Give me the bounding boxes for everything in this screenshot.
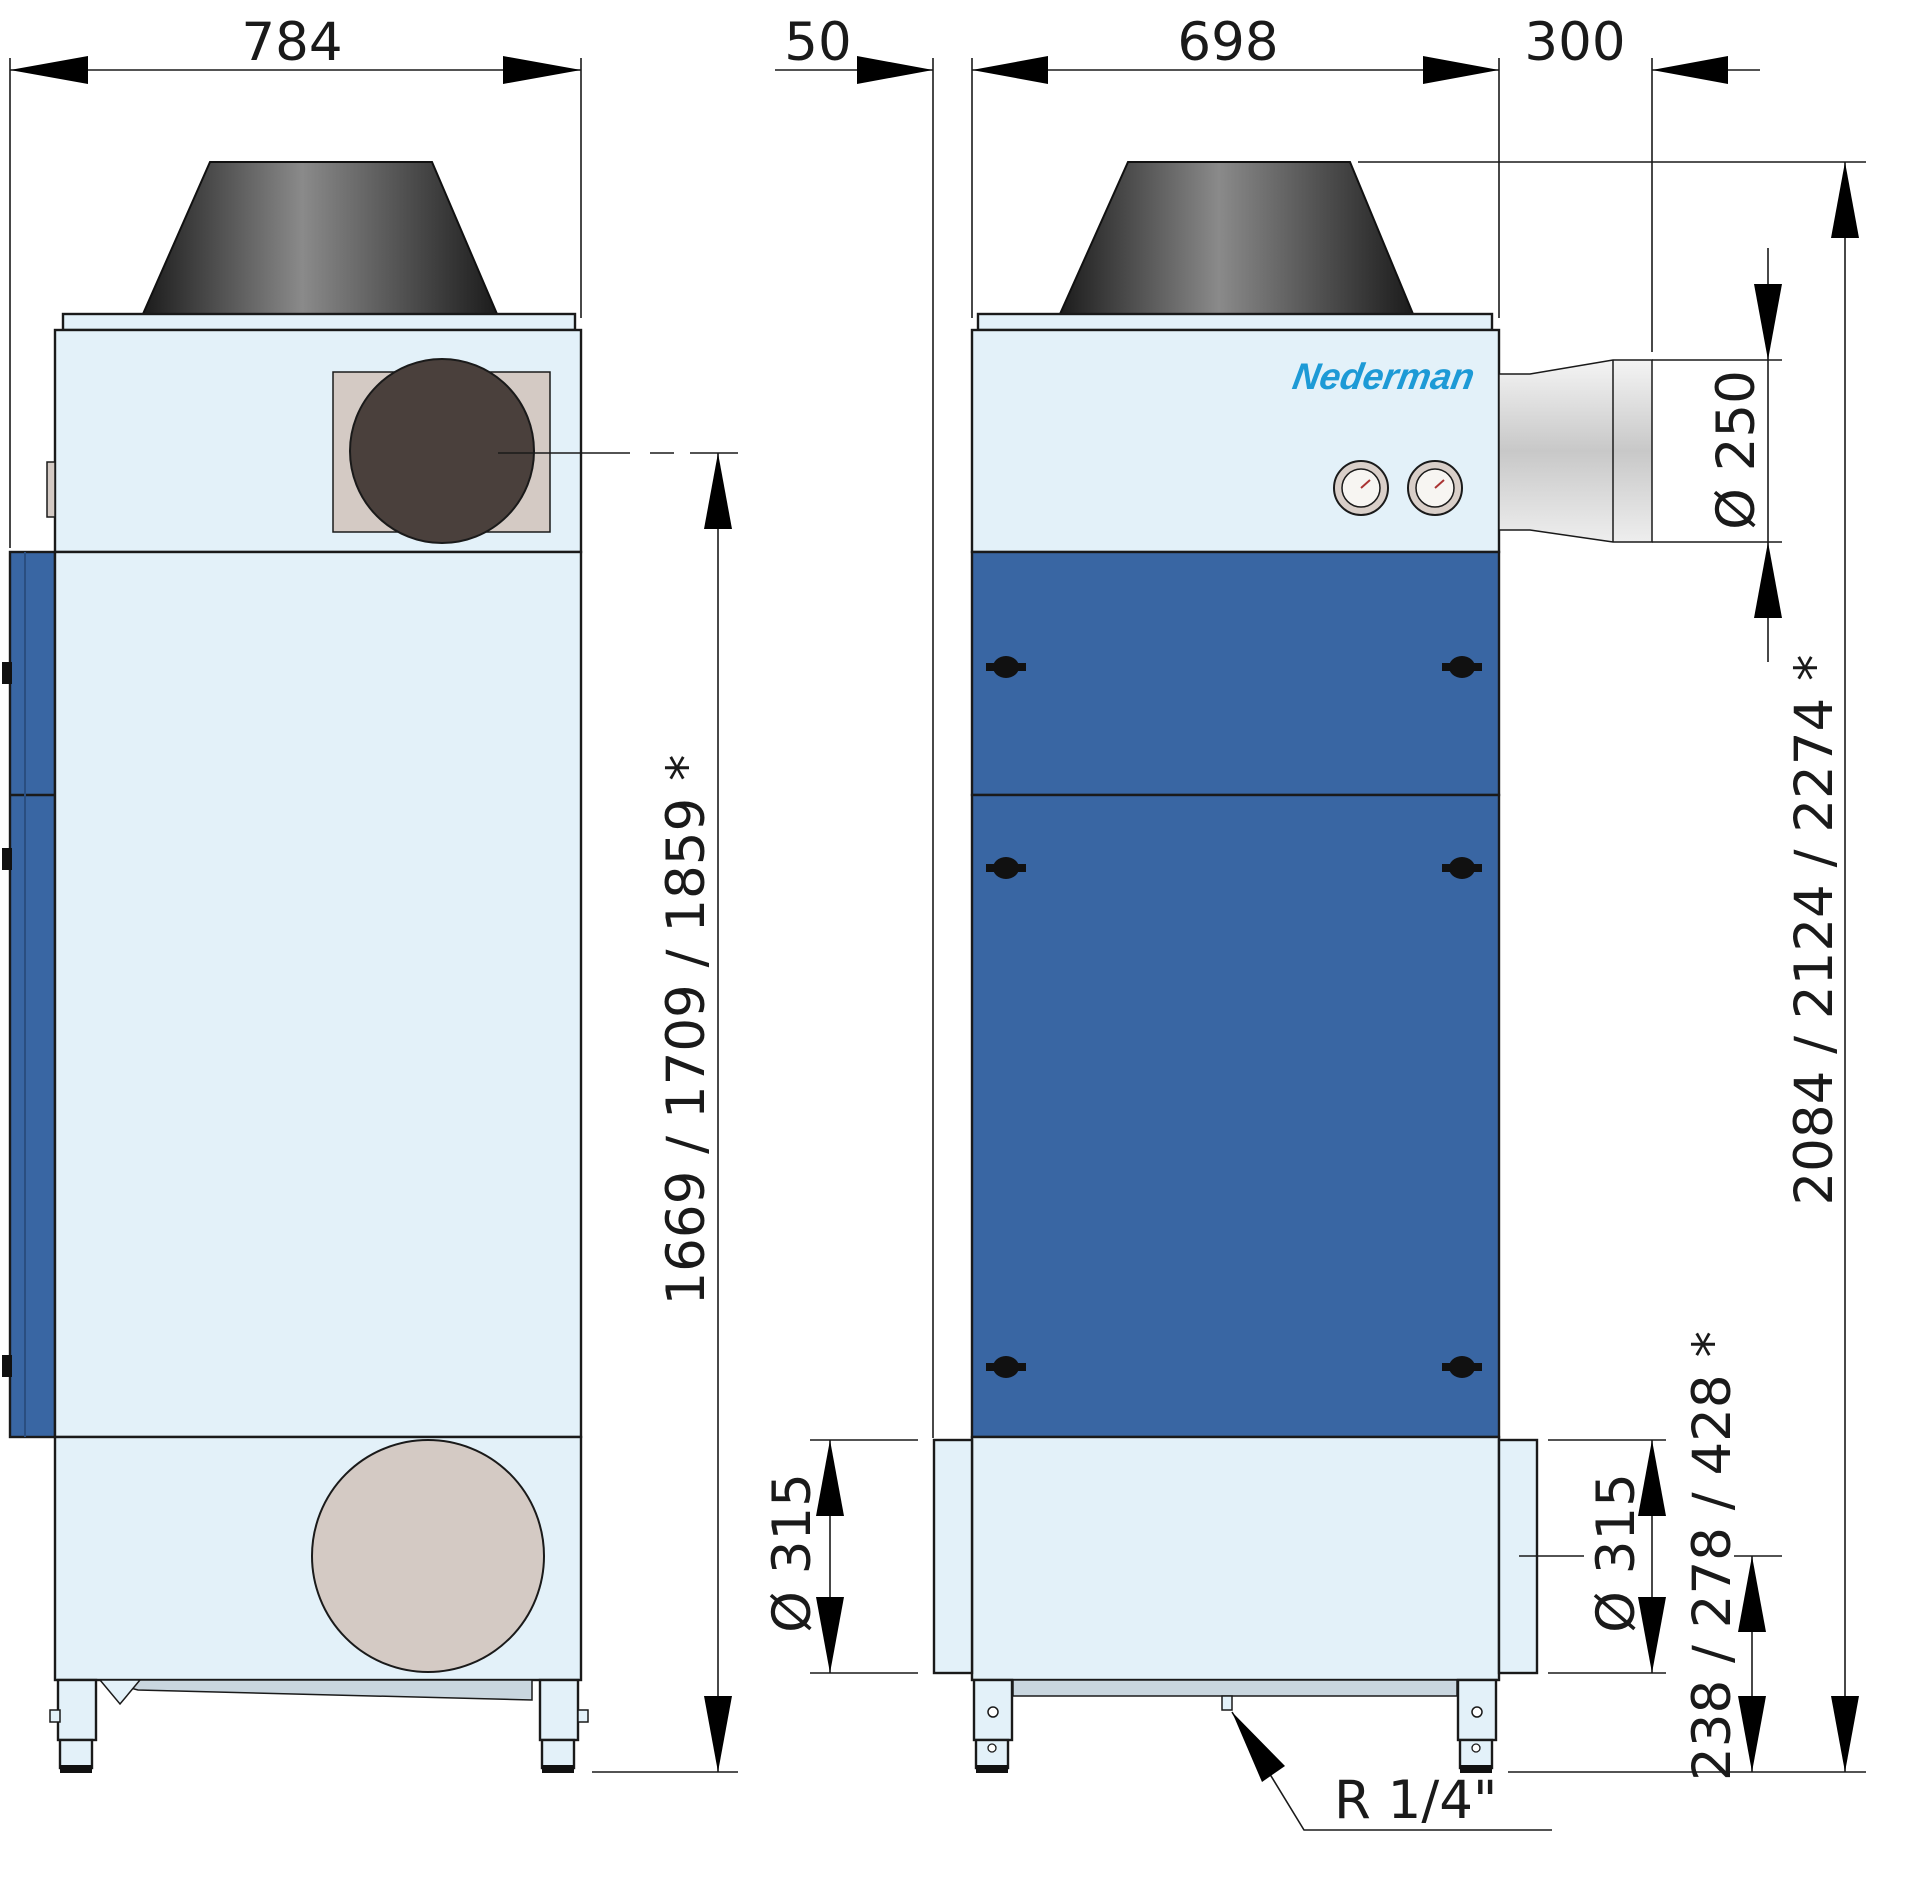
- front-bottom-tray: [1012, 1679, 1458, 1697]
- drain-plug: [1221, 1695, 1233, 1711]
- dimension-lines: 784 50 698 300 2084 / 2124 / 2274 * Ø 25…: [9, 12, 1866, 1831]
- side-handle-lower: [2, 1355, 12, 1377]
- dim-height-to-outlet: 1669 / 1709 / 1859 *: [656, 754, 717, 1305]
- front-blue-upper-panel: [970, 550, 1501, 797]
- side-middle-housing: [53, 550, 583, 1439]
- side-handle-middle: [2, 848, 12, 870]
- dim-overall-height: 2084 / 2124 / 2274 *: [1784, 654, 1845, 1205]
- front-lower-housing: [970, 1435, 1501, 1682]
- front-leg-right: [1456, 1678, 1498, 1773]
- side-outlet-disc: [349, 358, 535, 544]
- dim-side-width: 784: [241, 12, 342, 73]
- dim-offset: 50: [784, 12, 851, 73]
- front-outlet-spigot: [1498, 359, 1653, 543]
- nederman-logo: Nederman: [1290, 355, 1478, 397]
- latch-icon: [986, 857, 1026, 879]
- pressure-gauge-left-icon: [1333, 460, 1389, 516]
- front-top-cone: [1058, 161, 1415, 315]
- front-leg-left: [972, 1678, 1014, 1773]
- pressure-gauge-right-icon: [1407, 460, 1463, 516]
- side-blue-panel: [8, 550, 57, 1439]
- latch-icon: [1442, 857, 1482, 879]
- front-view: Nederman: [932, 161, 1653, 1773]
- side-leg-right: [538, 1678, 589, 1773]
- side-top-cone: [141, 161, 499, 315]
- dim-front-width: 698: [1177, 12, 1278, 73]
- dim-inlet-diameter-right: Ø 315: [1586, 1473, 1647, 1633]
- front-blue-lower-panel: [970, 793, 1501, 1439]
- side-inlet-circle: [311, 1439, 545, 1673]
- dim-outlet-projection: 300: [1524, 12, 1625, 73]
- side-leg-left: [49, 1678, 98, 1773]
- latch-icon: [986, 656, 1026, 678]
- latch-icon: [1442, 1356, 1482, 1378]
- panel-latches: [986, 656, 1482, 1378]
- side-view: [2, 161, 589, 1773]
- dim-drain-thread: R 1/4": [1334, 1770, 1497, 1831]
- side-bottom-tray: [99, 1679, 533, 1701]
- dim-outlet-diameter: Ø 250: [1706, 370, 1767, 530]
- side-top-lid: [61, 312, 577, 332]
- front-top-lid: [976, 312, 1494, 332]
- dim-inlet-diameter-left: Ø 315: [762, 1473, 823, 1633]
- dim-inlet-height: 238 / 278 / 428 *: [1682, 1331, 1743, 1781]
- side-handle-upper: [2, 662, 12, 684]
- latch-icon: [986, 1356, 1026, 1378]
- latch-icon: [1442, 656, 1482, 678]
- front-inlet-stub-left: [932, 1438, 974, 1675]
